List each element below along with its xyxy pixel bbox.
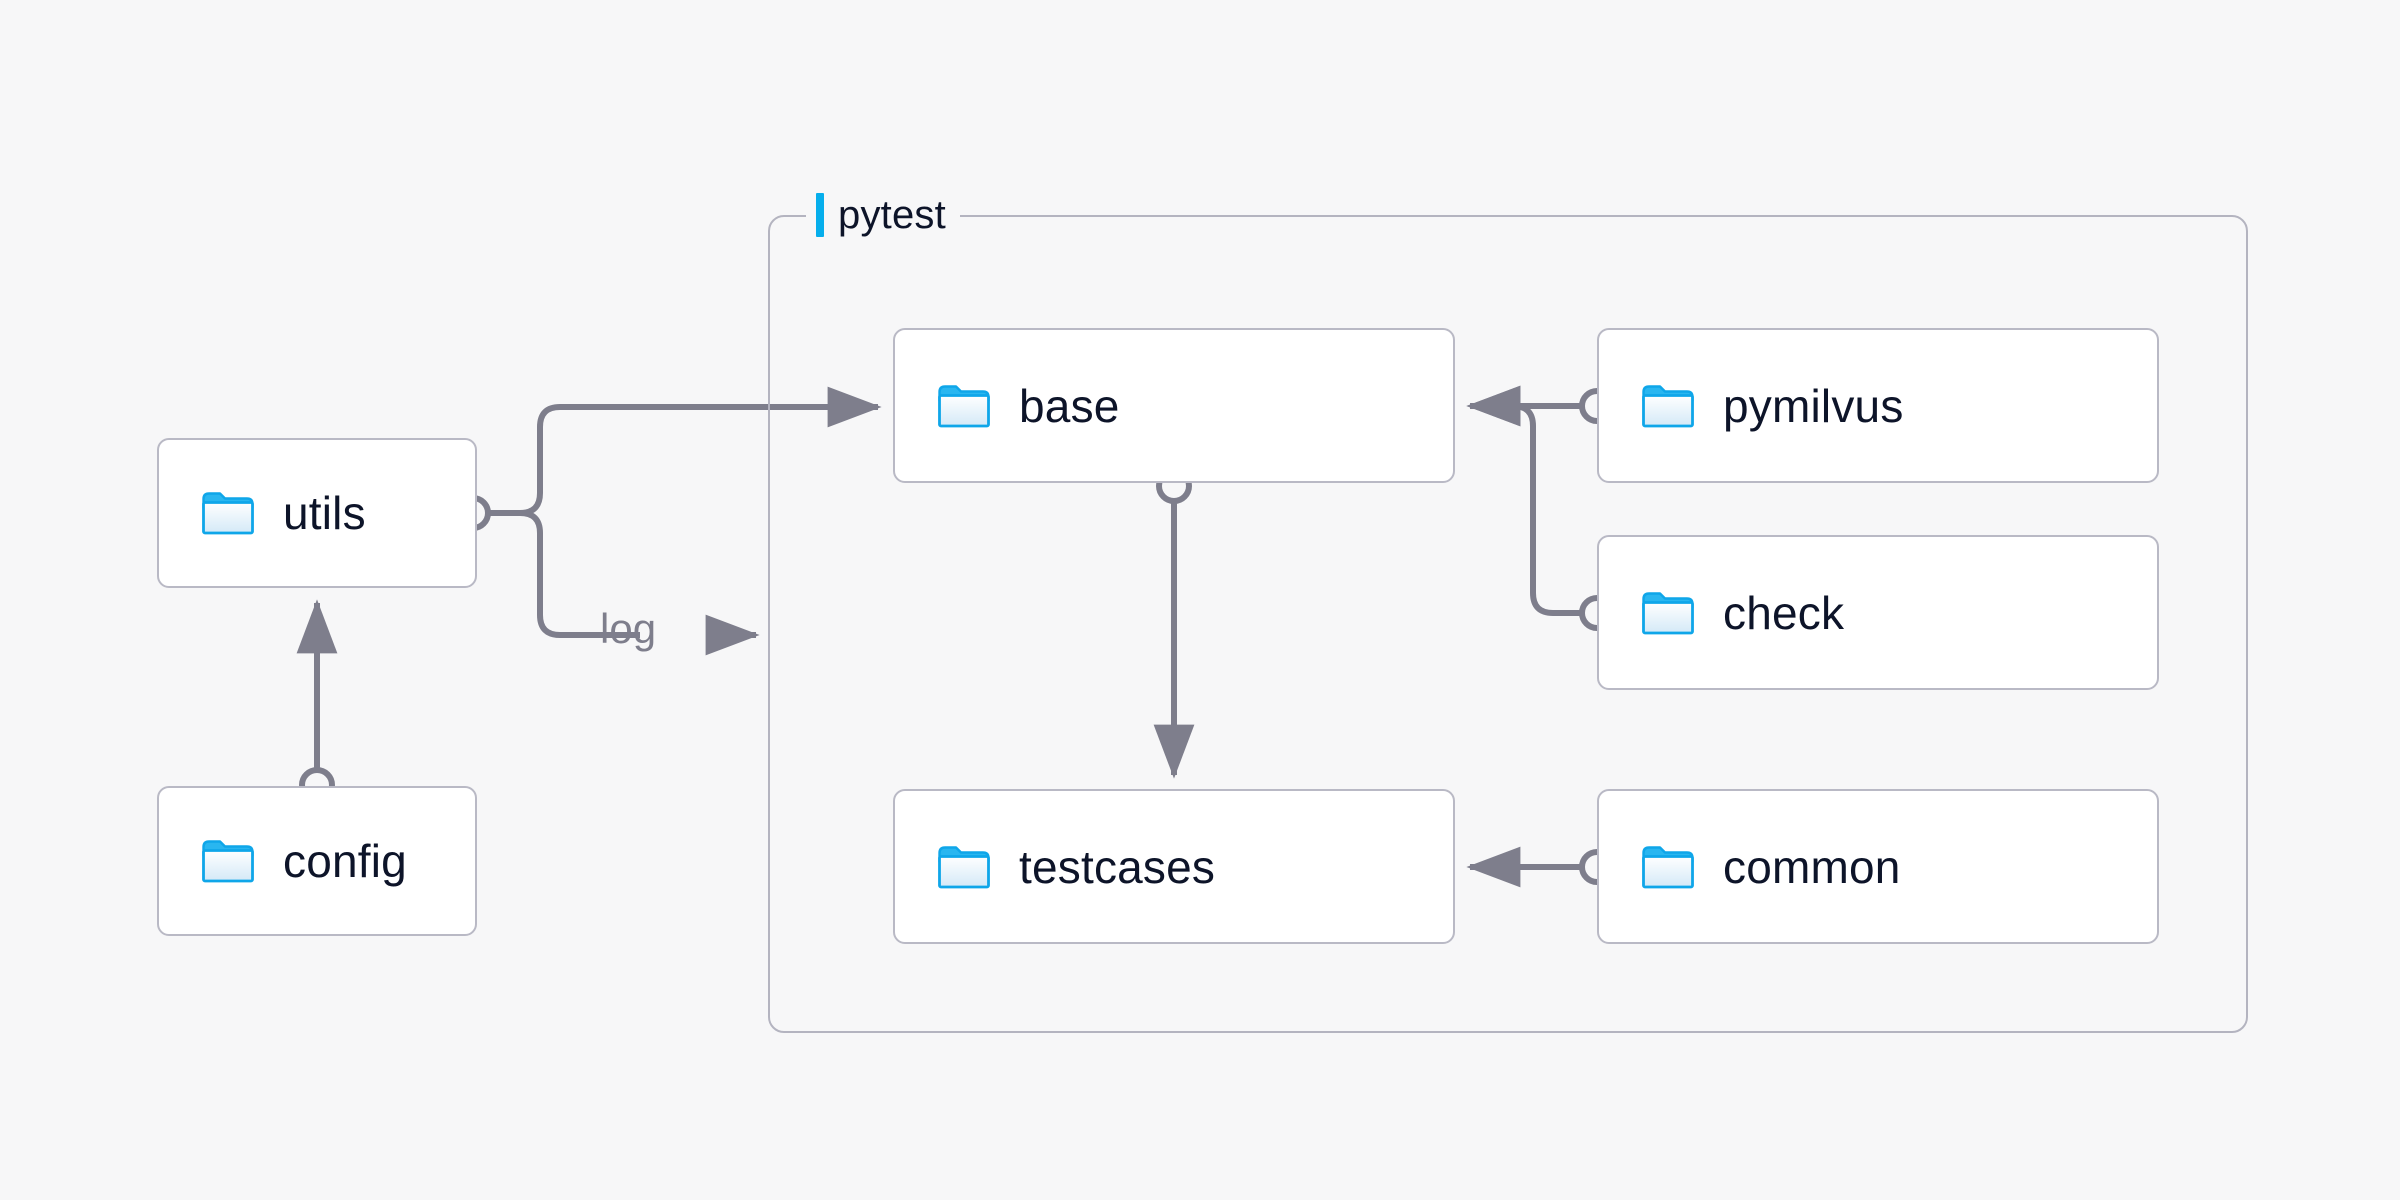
- folder-icon: [202, 840, 254, 883]
- node-pymilvus-label: pymilvus: [1723, 379, 1904, 432]
- folder-icon: [202, 492, 254, 535]
- group-pytest-label-text: pytest: [838, 192, 946, 237]
- edge-label-log: log: [600, 605, 657, 652]
- node-pymilvus[interactable]: pymilvus: [1597, 328, 2159, 483]
- node-config[interactable]: config: [157, 786, 477, 936]
- folder-icon: [1642, 591, 1694, 634]
- group-pytest[interactable]: [768, 215, 2248, 1033]
- node-config-label: config: [283, 835, 407, 887]
- folder-icon: [1642, 384, 1694, 427]
- folder-icon: [938, 384, 990, 427]
- node-utils-label: utils: [283, 487, 366, 539]
- node-testcases[interactable]: testcases: [893, 789, 1455, 944]
- node-base-label: base: [1019, 379, 1120, 432]
- node-testcases-label: testcases: [1019, 840, 1216, 893]
- node-common-label: common: [1723, 840, 1901, 893]
- node-base[interactable]: base: [893, 328, 1455, 483]
- node-check-label: check: [1723, 586, 1845, 639]
- node-utils[interactable]: utils: [157, 438, 477, 588]
- accent-bar-icon: [816, 193, 824, 237]
- node-check[interactable]: check: [1597, 535, 2159, 690]
- folder-icon: [938, 845, 990, 888]
- folder-icon: [1642, 845, 1694, 888]
- node-common[interactable]: common: [1597, 789, 2159, 944]
- group-pytest-label: pytest: [806, 189, 960, 241]
